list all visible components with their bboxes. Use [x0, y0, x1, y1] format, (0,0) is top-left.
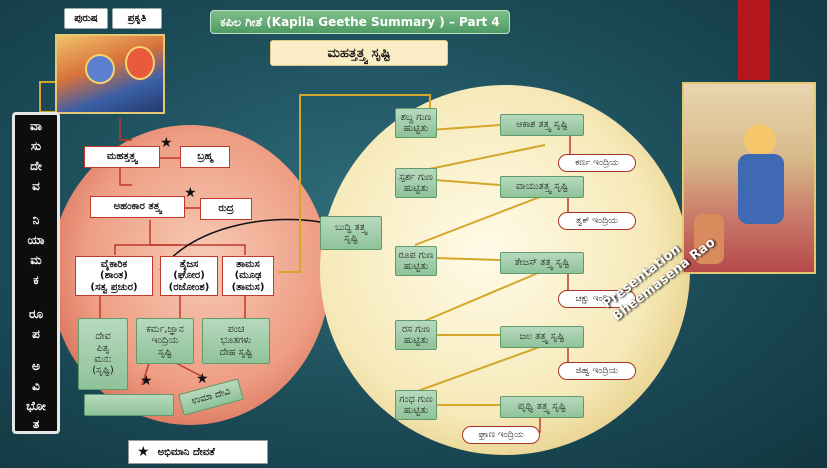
page-subtitle: ಮಹತ್ತತ್ತ್ವ ಸೃಷ್ಟಿ: [270, 40, 448, 66]
legend-label: ಅಭಿಮಾನಿ ದೇವತೆ: [157, 446, 215, 458]
taijasa-box: ತೈಜಸ (ಘೋರ) (ರಜೋಂಶ): [160, 256, 218, 296]
star-icon: ★: [140, 373, 153, 389]
ahankarika-prana-box: [84, 394, 174, 416]
buddhi-tattva-box: ಬುದ್ಧಿ ತತ್ತ್ವ ಸೃಷ್ಟಿ: [320, 216, 382, 250]
vertical-char: ಭೋ: [26, 399, 46, 413]
tattva-box: ಆಕಾಶ ತತ್ತ್ವ ಸೃಷ್ಟಿ: [500, 114, 584, 136]
star-icon: ★: [160, 135, 173, 151]
guna-box: ಸ್ಪರ್ಶ ಗುಣ ಹುಟ್ಟಿತು: [395, 168, 437, 198]
vertical-char: ನಿ: [32, 213, 40, 227]
pancha-bhuta-box: ಪಂಚ ಭೂತಗಳು ದೇಹ ಸೃಷ್ಟಿ: [202, 318, 270, 364]
guna-box: ರಸ ಗುಣ ಹುಟ್ಟಿತು: [395, 320, 437, 350]
tattva-box: ವಾಯುತತ್ತ್ವ ಸೃಷ್ಟಿ: [500, 176, 584, 198]
brahma-box: ಬ್ರಹ್ಮ: [180, 146, 230, 168]
mahat-tattva-box: ಮಹತ್ತತ್ತ್ವ: [84, 146, 160, 168]
vasudeva-vertical-banner: ವಾ ಸು ದೇ ವ ನಿ ಯಾ ಮ ಕ ರೂ ಪ ಅ ವಿ ಭೋ ತ: [12, 112, 60, 434]
purusha-label: ಪುರುಷ: [64, 8, 108, 29]
vertical-char: ವ: [32, 179, 40, 193]
vertical-char: ಕ: [33, 273, 39, 287]
ahankara-tattva-box: ಅಹಂಕಾರ ತತ್ತ್ವ: [90, 196, 185, 218]
guna-box: ಶಬ್ದ ಗುಣ ಹುಟ್ಟಿತು: [395, 108, 437, 138]
tamasa-box: ತಾಮಸ (ಮೂಢ (ತಾಮಸ): [222, 256, 274, 296]
page-title: ಕಪಿಲ ಗೀತೆ (Kapila Geethe Summary ) – Par…: [210, 10, 510, 34]
deva-pitru-box: ದೇವ ಪಿತೃ ಮನ: (ಸೃಷ್ಟಿ): [78, 318, 128, 390]
red-banner: [738, 0, 770, 80]
star-icon: ★: [196, 371, 209, 387]
indriya-box: ಘ್ರಾಣ ಇಂದ್ರಿಯ: [462, 426, 540, 444]
vertical-char: ದೇ: [30, 159, 42, 173]
legend: ★ ಅಭಿಮಾನಿ ದೇವತೆ: [128, 440, 268, 464]
vertical-char: ಮ: [30, 253, 42, 267]
vertical-char: ಪ: [32, 327, 40, 341]
tattva-box: ಜಲ ತತ್ತ್ವ ಸೃಷ್ಟಿ: [500, 326, 584, 348]
rudra-box: ರುದ್ರ: [200, 198, 252, 220]
star-icon: ★: [137, 444, 150, 460]
vertical-char: ವಾ: [30, 119, 42, 133]
indriya-box: ಜಿಹ್ವ ಇಂದ್ರಿಯ: [558, 362, 636, 380]
tattva-box: ಪೃಥ್ವಿ ತತ್ತ್ವ ಸೃಷ್ಟಿ: [500, 396, 584, 418]
vertical-char: ತ: [32, 417, 40, 431]
vertical-char: ಅ: [32, 359, 40, 373]
tattva-box: ತೇಜಸ್ ತತ್ತ್ವ ಸೃಷ್ಟಿ: [500, 252, 584, 274]
indriya-box: ಕರ್ಣ ಇಂದ್ರಿಯ: [558, 154, 636, 172]
guna-box: ರೂಪ ಗುಣ ಹುಟ್ಟಿತು: [395, 246, 437, 276]
indriya-box: ತ್ವಕ್ ಇಂದ್ರಿಯ: [558, 212, 636, 230]
vertical-char: ಯಾ: [27, 233, 45, 247]
vertical-char: ವಿ: [32, 379, 40, 393]
guna-box: ಗಂಧ ಗುಣ ಹುಟ್ಟಿತು: [395, 390, 437, 420]
karma-jnana-indriya-box: ಕರ್ಮ,ಜ್ಞಾನ ಇಂದ್ರಿಯ ಸೃಷ್ಟಿ: [136, 318, 194, 364]
indriya-box: ಚಕ್ಷು ಇಂದ್ರಿಯ: [558, 290, 636, 308]
kapila-devahuti-image: [682, 82, 816, 274]
vaikarika-box: ವೈಕಾರಿಕ (ಶಾಂತ) (ಸತ್ವ ಪ್ರಚುರ): [75, 256, 153, 296]
vertical-char: ರೂ: [28, 307, 43, 321]
prakriti-label: ಪ್ರಕೃತಿ: [112, 8, 162, 29]
vishnu-lakshmi-image: [55, 34, 165, 114]
star-icon: ★: [184, 185, 197, 201]
vertical-char: ಸು: [30, 139, 42, 153]
